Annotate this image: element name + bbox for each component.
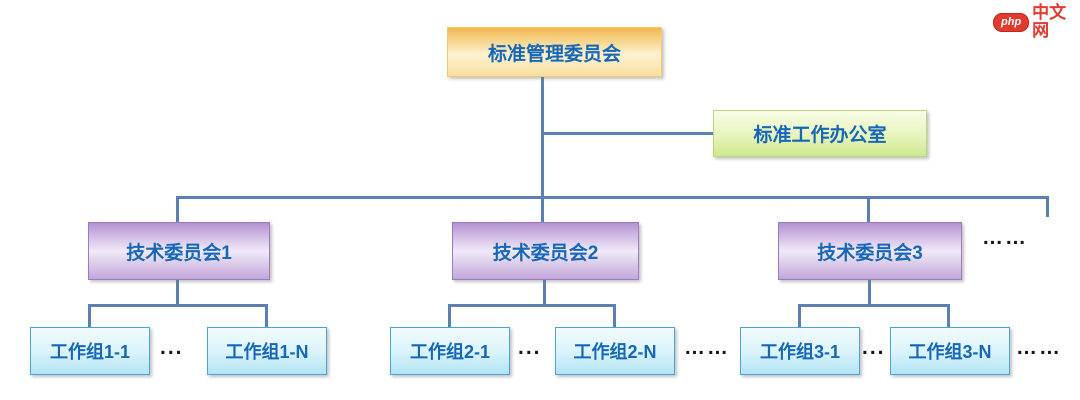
connector-root-vertical — [541, 75, 544, 222]
node-workgroup-2-N: 工作组2-N — [555, 327, 675, 375]
connector-drop-wg1-1 — [88, 304, 91, 327]
workgroup3-more-ellipsis: …… — [1016, 336, 1062, 359]
more-committees-ellipsis: …… — [982, 226, 1028, 249]
connector-subtree3-horizontal — [798, 304, 950, 307]
connector-drop-committee1 — [176, 196, 179, 222]
node-technical-committee-3: 技术委员会3 — [778, 222, 962, 280]
php-logo-text: 中文网 — [1032, 3, 1067, 40]
node-workgroup-1-1: 工作组1-1 — [30, 327, 150, 375]
connector-drop-more-committees — [1046, 196, 1049, 217]
workgroup1-ellipsis: ... — [160, 336, 184, 359]
connector-drop-wg2-N — [613, 304, 616, 327]
connector-subtree1-vertical — [176, 278, 179, 306]
node-workgroup-1-N: 工作组1-N — [207, 327, 327, 375]
connector-drop-wg3-N — [947, 304, 950, 327]
php-logo-badge: php — [993, 12, 1030, 32]
connector-drop-committee3 — [867, 196, 870, 222]
connector-subtree3-vertical — [868, 278, 871, 306]
node-technical-committee-2: 技术委员会2 — [452, 222, 639, 280]
node-technical-committee-1: 技术委员会1 — [88, 222, 270, 280]
connector-subtree2-vertical — [543, 278, 546, 306]
node-standards-work-office: 标准工作办公室 — [713, 110, 927, 157]
node-workgroup-2-1: 工作组2-1 — [390, 327, 510, 375]
node-workgroup-3-N: 工作组3-N — [890, 327, 1010, 375]
workgroup3-ellipsis: ... — [862, 336, 886, 359]
node-standards-management-committee: 标准管理委员会 — [447, 27, 662, 77]
workgroup2-more-ellipsis: …… — [684, 336, 730, 359]
connector-office-horizontal — [541, 132, 713, 135]
workgroup2-ellipsis: ... — [518, 336, 542, 359]
php-cn-logo: php 中文网 — [993, 4, 1080, 40]
connector-subtree2-horizontal — [448, 304, 616, 307]
connector-main-horizontal — [176, 196, 1049, 199]
connector-drop-wg2-1 — [448, 304, 451, 327]
connector-drop-wg3-1 — [798, 304, 801, 327]
connector-drop-wg1-N — [265, 304, 268, 327]
node-workgroup-3-1: 工作组3-1 — [740, 327, 860, 375]
connector-subtree1-horizontal — [88, 304, 268, 307]
